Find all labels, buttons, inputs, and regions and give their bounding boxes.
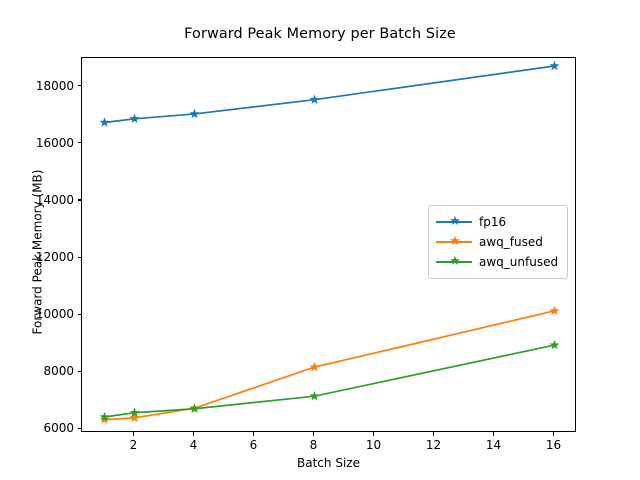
x-tick-label: 10: [365, 438, 382, 452]
star-icon: ★: [449, 214, 461, 229]
legend-swatch: ★: [436, 235, 472, 249]
x-tick-label: 4: [189, 438, 198, 452]
series-fp16: [99, 60, 560, 127]
x-tick-mark: [133, 432, 135, 436]
legend-label: fp16: [479, 215, 507, 229]
x-tick-label: 12: [425, 438, 442, 452]
y-tick-mark: [77, 370, 81, 372]
legend-item-fp16[interactable]: ★ fp16: [436, 212, 558, 232]
series-line: [104, 310, 555, 421]
y-tick-label: 16000: [35, 135, 74, 150]
data-point-marker: [99, 411, 110, 422]
legend-swatch: ★: [436, 215, 472, 229]
data-point-marker: [549, 339, 560, 350]
data-point-marker: [309, 94, 320, 104]
legend-line: [436, 221, 472, 223]
x-tick-mark: [553, 432, 555, 436]
x-tick-mark: [493, 432, 495, 436]
data-point-marker: [549, 60, 560, 71]
series-awq_fused: [99, 305, 560, 424]
y-tick-label: 14000: [35, 192, 74, 207]
x-tick-label: 14: [485, 438, 502, 452]
y-tick-mark: [77, 142, 81, 144]
legend-label: awq_unfused: [479, 255, 559, 269]
series-line: [104, 344, 555, 418]
y-tick-label: 8000: [43, 364, 74, 379]
data-point-marker: [99, 117, 110, 127]
data-point-marker: [309, 390, 320, 401]
legend-swatch: ★: [436, 255, 472, 269]
x-tick-label: 16: [545, 438, 562, 452]
x-tick-label: 6: [249, 438, 258, 452]
y-tick-mark: [77, 313, 81, 315]
x-axis-label: Batch Size: [297, 456, 360, 470]
legend-label: awq_fused: [479, 235, 543, 249]
y-tick-mark: [77, 199, 81, 201]
y-tick-label: 10000: [35, 307, 74, 322]
series-awq_unfused: [99, 339, 560, 422]
legend-item-awq_fused[interactable]: ★ awq_fused: [436, 232, 558, 252]
x-tick-mark: [373, 432, 375, 436]
chart-title: Forward Peak Memory per Batch Size: [184, 26, 456, 42]
x-tick-label: 2: [129, 438, 138, 452]
x-tick-mark: [253, 432, 255, 436]
series-line: [104, 65, 555, 124]
y-tick-mark: [77, 85, 81, 87]
legend-line: [436, 241, 472, 243]
x-tick-mark: [433, 432, 435, 436]
data-point-marker: [129, 412, 140, 423]
y-tick-mark: [77, 427, 81, 429]
y-tick-mark: [77, 256, 81, 258]
star-icon: ★: [449, 254, 461, 269]
data-point-marker: [549, 305, 560, 316]
data-point-marker: [189, 108, 200, 119]
legend-item-awq_unfused[interactable]: ★ awq_unfused: [436, 252, 558, 272]
data-point-marker: [309, 361, 320, 372]
y-tick-label: 6000: [43, 421, 74, 436]
legend: ★ fp16 ★ awq_fused ★ awq_unfused: [428, 205, 569, 279]
data-point-marker: [189, 403, 200, 413]
x-tick-mark: [313, 432, 315, 436]
y-tick-label: 18000: [35, 78, 74, 93]
legend-line: [436, 261, 472, 263]
data-point-marker: [129, 407, 140, 417]
x-tick-mark: [193, 432, 195, 436]
x-tick-label: 8: [309, 438, 318, 452]
star-icon: ★: [449, 234, 461, 249]
y-tick-label: 12000: [35, 250, 74, 265]
data-point-marker: [129, 113, 140, 123]
series-canvas: [99, 60, 560, 424]
